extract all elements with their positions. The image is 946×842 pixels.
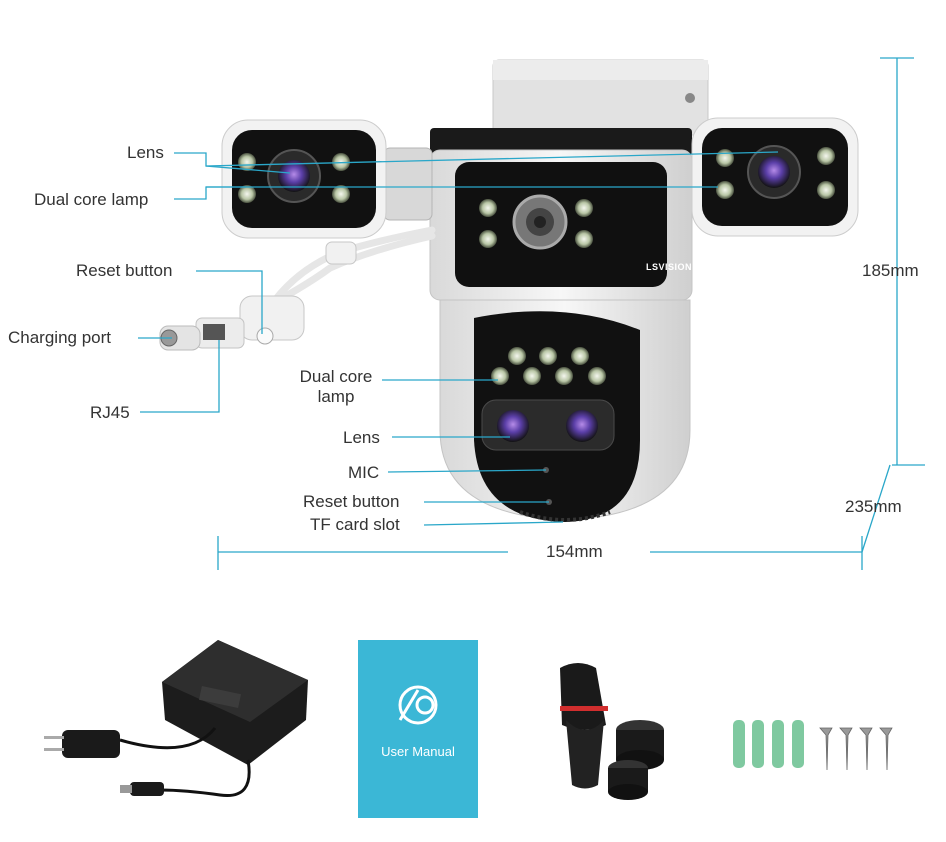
label-dual-core-lamp-bottom-line2: lamp xyxy=(317,387,355,406)
bottom-ptz-dome xyxy=(439,299,691,522)
callout-lines xyxy=(138,151,779,526)
connectors xyxy=(159,241,357,351)
label-dual-core-lamp-bottom: Dual core lamp xyxy=(290,367,382,407)
label-dual-core-lamp-bottom-line1: Dual core xyxy=(299,367,373,386)
label-reset-button-bottom: Reset button xyxy=(303,492,400,511)
wall-mount xyxy=(492,59,709,136)
dimension-lines xyxy=(217,57,925,570)
label-reset-button-cable: Reset button xyxy=(76,261,173,280)
manual-cover-label: User Manual xyxy=(381,744,455,759)
label-tf-card-slot: TF card slot xyxy=(310,515,400,534)
brand-logo-text: LSVISION xyxy=(646,262,693,272)
dimension-height-total: 235mm xyxy=(845,497,902,516)
label-lens-top: Lens xyxy=(127,143,164,162)
anchors-screws xyxy=(733,720,893,771)
label-charging-port: Charging port xyxy=(8,328,112,347)
waterproof-kit xyxy=(560,663,664,800)
main-head xyxy=(429,128,693,301)
right-bullet-camera xyxy=(691,117,859,237)
label-lens-bottom: Lens xyxy=(343,428,380,447)
dimension-height-top: 185mm xyxy=(862,261,919,280)
label-rj45: RJ45 xyxy=(90,403,130,422)
user-manual xyxy=(358,640,478,818)
label-mic: MIC xyxy=(348,463,380,482)
power-adapter xyxy=(44,640,308,798)
left-bullet-camera xyxy=(221,119,433,239)
label-dual-core-lamp-top: Dual core lamp xyxy=(34,190,149,209)
dimension-width: 154mm xyxy=(546,542,603,561)
